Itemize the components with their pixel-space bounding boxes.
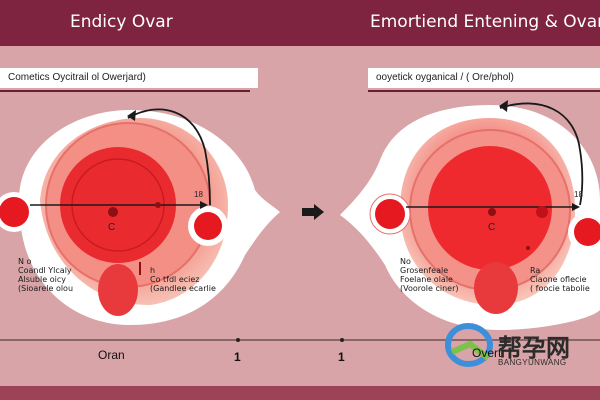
watermark-en: BANGYUNWANG — [498, 358, 567, 367]
right-center-dot — [488, 208, 496, 216]
right-top-right-mark: 18 — [574, 190, 583, 199]
left-panel-right-notes: h Co tfdl eciez (Gandlee ecarlie — [150, 266, 216, 293]
scale-mark-2: 1 — [338, 350, 345, 364]
right-title: Emortiend Entening & Ovary — [370, 12, 600, 32]
right-label-box: ooyetick oyganical / ( Ore/phol) — [368, 68, 600, 88]
bottom-bar — [0, 386, 600, 400]
bottom-overlay-text: Overt — [472, 346, 502, 360]
right-lower-lobe — [474, 262, 518, 314]
right-panel-left-node — [375, 199, 405, 229]
bottom-left-label: Oran — [98, 348, 125, 362]
left-center-dot — [108, 207, 118, 217]
left-title: Endicy Ovar — [70, 12, 173, 32]
left-top-right-mark: 18 — [194, 190, 203, 199]
left-panel-left-notes: N o Coandl Ylcaly Alsuble oicy (Sioarele… — [18, 257, 74, 293]
right-panel-left-notes: No Grosenfeale Foelane olale (Voorole ci… — [400, 257, 459, 293]
left-label-underline — [0, 90, 250, 92]
transition-arrow — [302, 204, 324, 220]
right-panel-right-node — [574, 218, 600, 246]
left-organ — [0, 108, 281, 325]
header-banner — [0, 0, 600, 46]
watermark-logo — [444, 322, 494, 368]
right-center-mark: C — [488, 222, 496, 233]
left-side-node — [0, 197, 29, 227]
right-organ — [340, 100, 600, 330]
right-panel-right-notes: Ra Ciaone oflecie ( foocie tabolie — [530, 266, 590, 293]
right-core — [428, 146, 552, 270]
left-curve-arrow — [127, 108, 211, 206]
left-axis-arrowhead — [200, 201, 208, 209]
left-label-box: Cometics Oycitrail ol Owerjard) — [0, 68, 258, 88]
right-curve-arrow — [499, 102, 584, 206]
right-label-underline — [368, 90, 600, 92]
left-lower-lobe — [98, 264, 138, 316]
scale-mark-1: 1 — [234, 350, 241, 364]
left-center-mark: C — [108, 222, 116, 233]
right-side-node — [194, 212, 222, 240]
watermark-cn: 帮孕网 — [498, 334, 570, 362]
